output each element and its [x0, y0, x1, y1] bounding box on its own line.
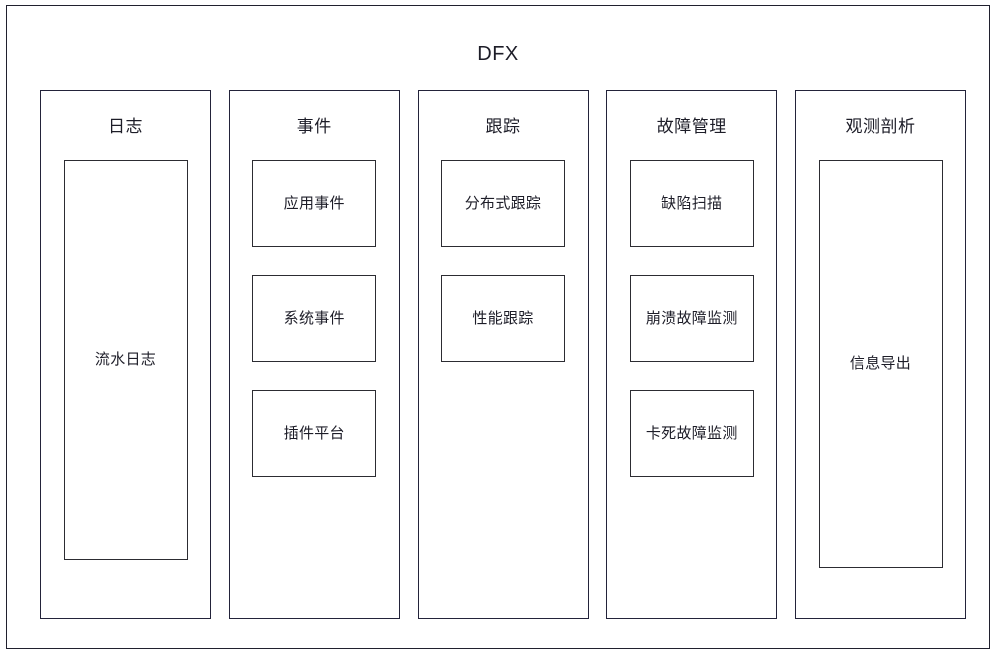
node-flow-log[interactable]: 流水日志	[63, 160, 188, 560]
column-fault-management[interactable]: 故障管理 缺陷扫描 崩溃故障监测 卡死故障监测	[606, 90, 778, 619]
column-title-events: 事件	[296, 117, 332, 136]
node-freeze-fault-monitoring[interactable]: 卡死故障监测	[629, 390, 754, 477]
column-logs[interactable]: 日志 流水日志	[40, 90, 211, 619]
column-body-observation-analysis: 信息导出	[818, 160, 943, 568]
column-observation-analysis[interactable]: 观测剖析 信息导出	[795, 90, 966, 619]
column-body-events: 应用事件 系统事件 插件平台	[252, 160, 377, 477]
column-group: 日志 流水日志 事件 应用事件 系统事件 插件平台 跟踪	[40, 90, 966, 619]
page-title: DFX	[477, 43, 519, 65]
column-tracing[interactable]: 跟踪 分布式跟踪 性能跟踪	[417, 90, 589, 619]
column-body-fault-management: 缺陷扫描 崩溃故障监测 卡死故障监测	[629, 160, 754, 477]
column-title-fault-management: 故障管理	[656, 117, 727, 136]
node-crash-fault-monitoring[interactable]: 崩溃故障监测	[629, 275, 754, 362]
node-system-event[interactable]: 系统事件	[252, 275, 377, 362]
dfx-outer-frame: DFX 日志 流水日志 事件 应用事件 系统事件 插件平台	[6, 5, 990, 649]
column-title-observation-analysis: 观测剖析	[845, 117, 916, 136]
node-distributed-tracing[interactable]: 分布式跟踪	[441, 160, 565, 247]
column-body-tracing: 分布式跟踪 性能跟踪	[441, 160, 565, 362]
node-defect-scan[interactable]: 缺陷扫描	[629, 160, 754, 247]
node-information-export[interactable]: 信息导出	[818, 160, 943, 568]
column-title-logs: 日志	[108, 117, 143, 136]
node-app-event[interactable]: 应用事件	[252, 160, 377, 247]
node-plugin-platform[interactable]: 插件平台	[252, 390, 377, 477]
column-events[interactable]: 事件 应用事件 系统事件 插件平台	[228, 90, 400, 619]
column-body-logs: 流水日志	[63, 160, 188, 560]
node-performance-tracing[interactable]: 性能跟踪	[441, 275, 565, 362]
column-title-tracing: 跟踪	[485, 117, 521, 136]
